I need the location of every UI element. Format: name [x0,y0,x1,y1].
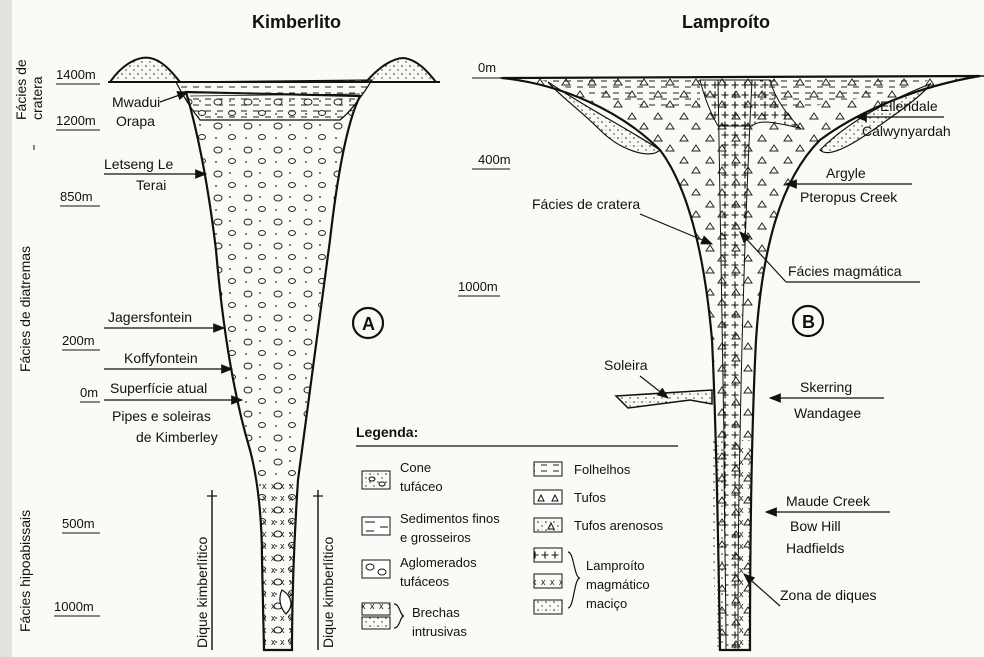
depth-1200: 1200m [56,113,96,128]
label-orapa: Orapa [116,113,155,129]
legend-brechas-1: Brechas [412,605,460,620]
title-lamproito: Lamproíto [682,12,770,32]
depth-r-400: 400m [478,152,511,167]
legend-agl-2: tufáceos [400,574,450,589]
right-depth-scale: 0m 400m 1000m [458,60,511,296]
label-hadfields: Hadfields [786,540,844,556]
label-bow-hill: Bow Hill [790,518,841,534]
label-mwadui: Mwadui [112,94,160,110]
legend-lamproito-2: magmático [586,577,650,592]
facies-hipoabissais-label: Fácies hipoabissais [17,510,33,632]
label-ellendale: Ellendale [880,98,938,114]
legend-sed-1: Sedimentos finos [400,511,500,526]
depth-1000: 1000m [54,599,94,614]
legend-sed-2: e grosseiros [400,530,471,545]
legend-lamproito-1: Lamproíto [586,558,645,573]
facies-side-labels: Fácies de cratera Fácies de diatremas Fá… [13,59,45,632]
title-kimberlito: Kimberlito [252,12,341,32]
facies-cratera-line2: cratera [29,76,45,120]
label-dique-1: Dique kimberlítico [194,537,210,648]
label-pteropus: Pteropus Creek [800,189,898,205]
tufos-arenosos-icon [534,518,562,532]
depth-0: 0m [80,385,98,400]
depth-200: 200m [62,333,95,348]
label-pipes-1: Pipes e soleiras [112,408,211,424]
label-soleira: Soleira [604,357,648,373]
label-letseng-1: Letseng Le [104,156,173,172]
depth-500: 500m [62,516,95,531]
left-depth-scale: 1400m 1200m 850m 200m 0m 500m 1000m [54,67,100,616]
depth-850: 850m [60,189,93,204]
intrusive-breccia [262,480,296,650]
tuff-cone-right [366,58,436,82]
depth-r-0: 0m [478,60,496,75]
circle-a-label: A [362,314,375,334]
label-maude-creek: Maude Creek [786,493,871,509]
legend-cone-2: tufáceo [400,479,443,494]
label-skerring: Skerring [800,379,852,395]
label-zona-diques: Zona de diques [780,587,877,603]
lamproito-icon [534,548,580,614]
label-superficie-atual: Superfície atual [110,380,207,396]
label-calwynyardah: Calwynyardah [862,123,951,139]
facies-diatremas-label: Fácies de diatremas [17,246,33,372]
depth-r-1000: 1000m [458,279,498,294]
legend-title: Legenda: [356,424,418,440]
legend-brechas-2: intrusivas [412,624,467,639]
label-pipes-2: de Kimberley [136,429,218,445]
facies-cratera-line1: Fácies de [13,59,29,120]
label-jagersfontein: Jagersfontein [108,309,192,325]
legend-folhelhos: Folhelhos [574,462,631,477]
depth-1400: 1400m [56,67,96,82]
legend-agl-1: Aglomerados [400,555,477,570]
tufos-icon [534,490,562,504]
sill [616,390,712,408]
legend-tufos: Tufos [574,490,607,505]
label-letseng-2: Terai [136,177,166,193]
folhelhos-icon [534,462,562,476]
lamproite-pipe [500,76,984,650]
scan-margin [0,0,12,657]
cone-tufaceo-icon [362,471,390,489]
legend-tufos-arenosos: Tufos arenosos [574,518,664,533]
label-wandagee: Wandagee [794,405,861,421]
aglomerados-icon [362,560,390,578]
tuff-cone-left [110,58,180,82]
sedimentos-icon [362,517,390,535]
label-dique-2: Dique kimberlítico [320,537,336,648]
circle-b-label: B [802,312,815,332]
kimberlite-crater-sediments [176,80,372,120]
label-facies-cratera: Fácies de cratera [532,196,640,212]
legend: Legenda: Cone tufáceo Sedimentos finos e… [356,424,678,639]
label-argyle: Argyle [826,165,866,181]
label-facies-magmatica: Fácies magmática [788,263,902,279]
brechas-icon [362,603,404,629]
legend-lamproito-3: maciço [586,596,627,611]
legend-cone-1: Cone [400,460,431,475]
label-koffyfontein: Koffyfontein [124,350,198,366]
